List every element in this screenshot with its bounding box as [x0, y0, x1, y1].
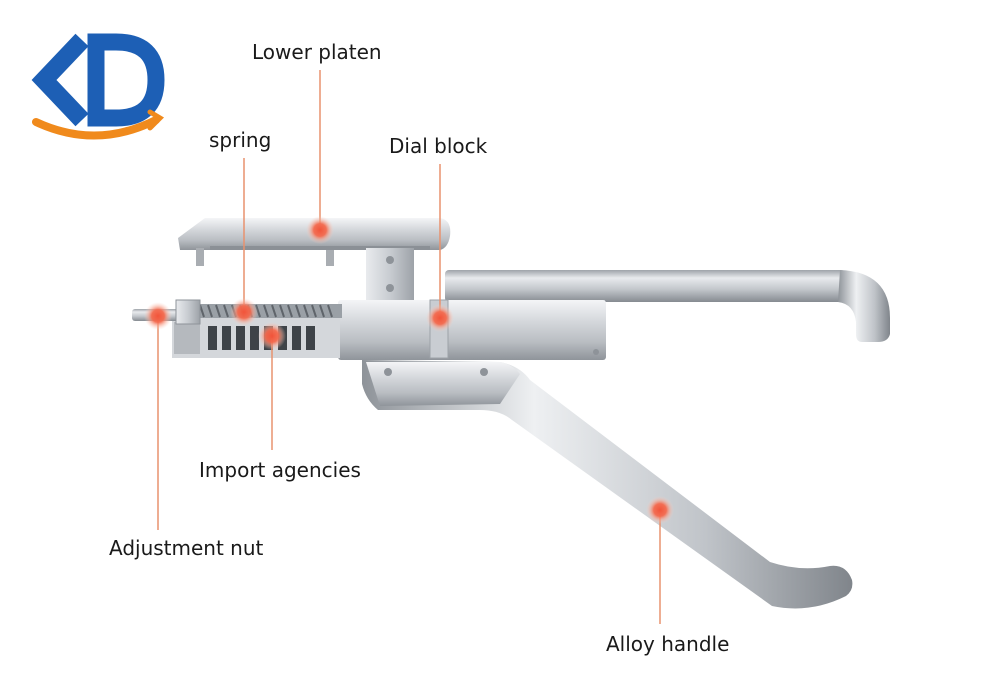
label-spring: spring	[209, 128, 272, 152]
callout-marker-spring	[230, 298, 258, 326]
connector-block	[366, 248, 414, 300]
callout-marker-lower-platen	[306, 216, 334, 244]
callout-marker-alloy-handle	[646, 496, 674, 524]
label-import-agencies: Import agencies	[199, 458, 361, 482]
leader-lines	[157, 70, 661, 624]
spring-assembly	[172, 304, 342, 358]
label-lower-platen: Lower platen	[252, 40, 382, 64]
label-dial-block: Dial block	[389, 134, 488, 158]
alloy-handle-part	[362, 360, 853, 609]
callout-marker-import-agencies	[258, 322, 286, 350]
kd-logo-icon	[31, 33, 165, 140]
main-body-block	[338, 299, 606, 360]
label-alloy-handle: Alloy handle	[606, 632, 730, 656]
label-adjustment-nut: Adjustment nut	[109, 536, 264, 560]
callout-marker-dial-block	[426, 304, 454, 332]
callout-markers	[144, 216, 674, 524]
callout-marker-adjustment-nut	[144, 302, 172, 330]
